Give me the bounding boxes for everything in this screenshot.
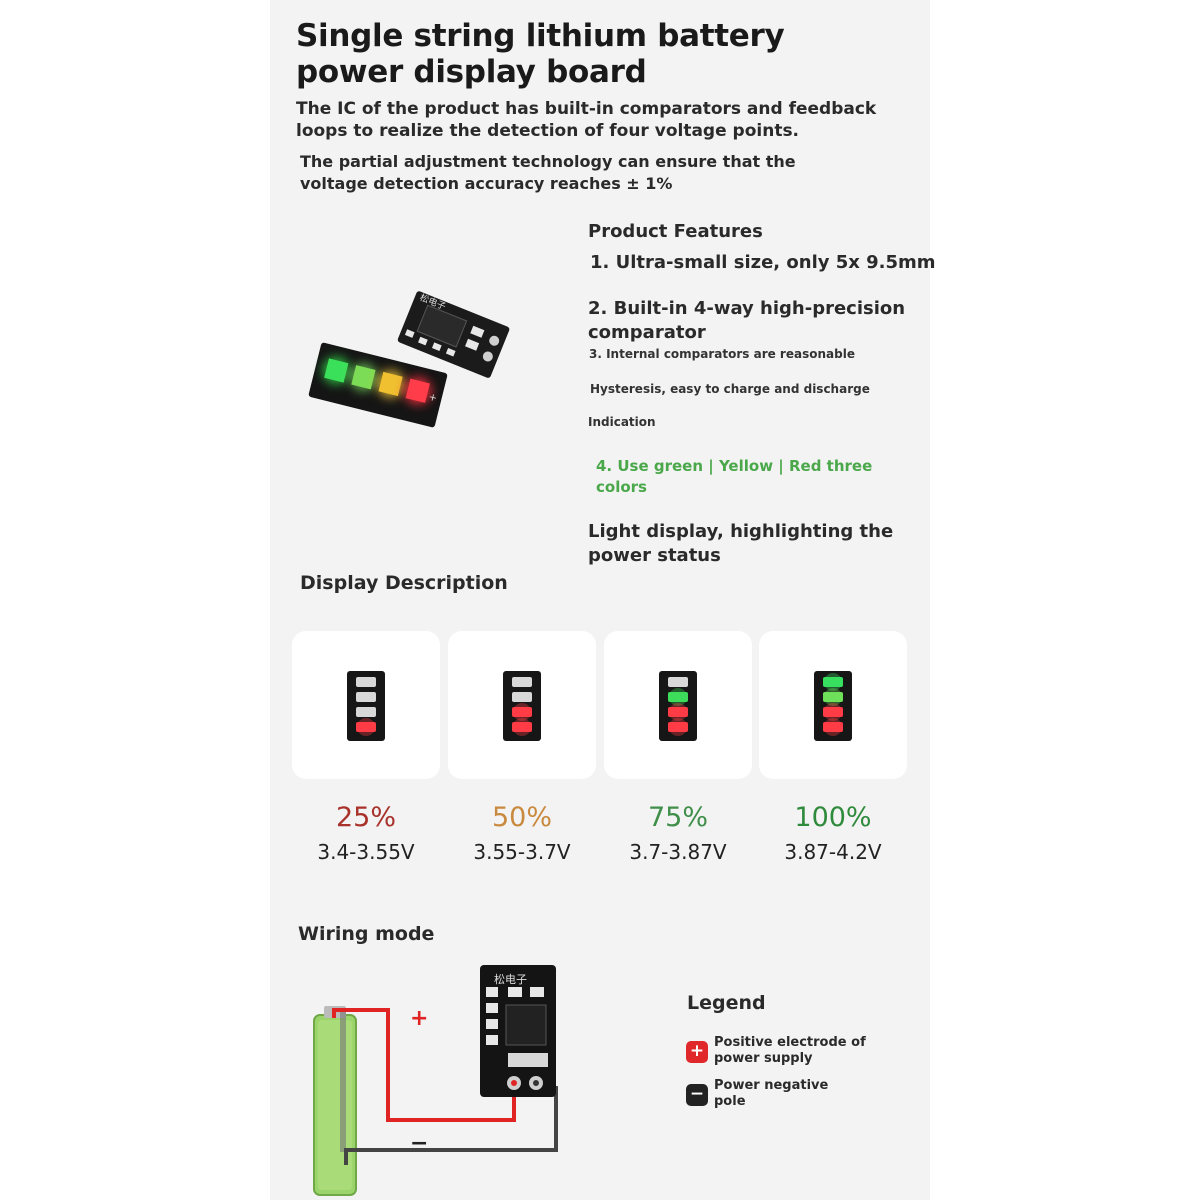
level-percent: 75%	[647, 802, 708, 833]
product-photo: 松电子 +	[308, 291, 510, 428]
led-segment	[356, 722, 376, 732]
led-board-image	[814, 671, 852, 741]
feature-3-line-2: Hysteresis, easy to charge and discharge	[590, 382, 870, 396]
led-segment	[668, 677, 688, 687]
intro-paragraph: The IC of the product has built-in compa…	[296, 99, 877, 141]
level-card-25	[292, 631, 440, 779]
legend-positive-label: Positive electrode of power supply	[714, 1035, 866, 1066]
feature-2: 2. Built-in 4-way high-precision compara…	[588, 298, 906, 343]
accuracy-paragraph: The partial adjustment technology can en…	[300, 152, 796, 193]
level-card-75	[604, 631, 752, 779]
led-segment	[512, 707, 532, 717]
led-segment	[823, 692, 843, 702]
wiring-heading: Wiring mode	[298, 923, 435, 945]
feature-4: 4. Use green | Yellow | Red three colors	[596, 457, 873, 496]
led-segment	[356, 677, 376, 687]
led-segment	[356, 692, 376, 702]
led-segment	[823, 707, 843, 717]
feature-5: Light display, highlighting the power st…	[588, 521, 894, 566]
level-voltage-range: 3.7-3.87V	[629, 840, 727, 864]
level-percent: 50%	[491, 802, 552, 833]
legend-heading: Legend	[687, 992, 766, 1014]
level-percent: 100%	[794, 802, 872, 833]
features-heading: Product Features	[588, 221, 763, 242]
level-percent: 25%	[335, 802, 396, 833]
positive-sign: +	[410, 1006, 429, 1031]
led-segment	[823, 722, 843, 732]
feature-3-line-3: Indication	[588, 415, 656, 429]
display-heading: Display Description	[300, 572, 508, 594]
level-voltage-range: 3.55-3.7V	[473, 840, 571, 864]
level-card-100	[759, 631, 907, 779]
led-segment	[823, 677, 843, 687]
plus-icon: +	[686, 1041, 708, 1063]
svg-text:+: +	[427, 392, 438, 405]
feature-3-line-1: 3. Internal comparators are reasonable	[589, 347, 855, 361]
wiring-diagram: 松电子	[313, 965, 558, 1196]
svg-text:松电子: 松电子	[494, 972, 527, 986]
level-voltage-range: 3.4-3.55V	[317, 840, 415, 864]
led-board-image	[659, 671, 697, 741]
led-segment	[668, 707, 688, 717]
negative-sign: −	[410, 1131, 429, 1156]
led-segment	[512, 722, 532, 732]
feature-1: 1. Ultra-small size, only 5x 9.5mm	[590, 252, 936, 273]
led-segment	[512, 677, 532, 687]
legend-negative-label: Power negative pole	[714, 1078, 829, 1109]
level-card-50	[448, 631, 596, 779]
led-segment	[668, 722, 688, 732]
led-board-image	[503, 671, 541, 741]
minus-icon: −	[686, 1084, 708, 1106]
content-panel	[270, 0, 930, 1200]
page-title: Single string lithium battery power disp…	[296, 18, 785, 90]
led-segment	[512, 692, 532, 702]
led-segment	[668, 692, 688, 702]
led-board-image	[347, 671, 385, 741]
level-voltage-range: 3.87-4.2V	[784, 840, 882, 864]
led-segment	[356, 707, 376, 717]
